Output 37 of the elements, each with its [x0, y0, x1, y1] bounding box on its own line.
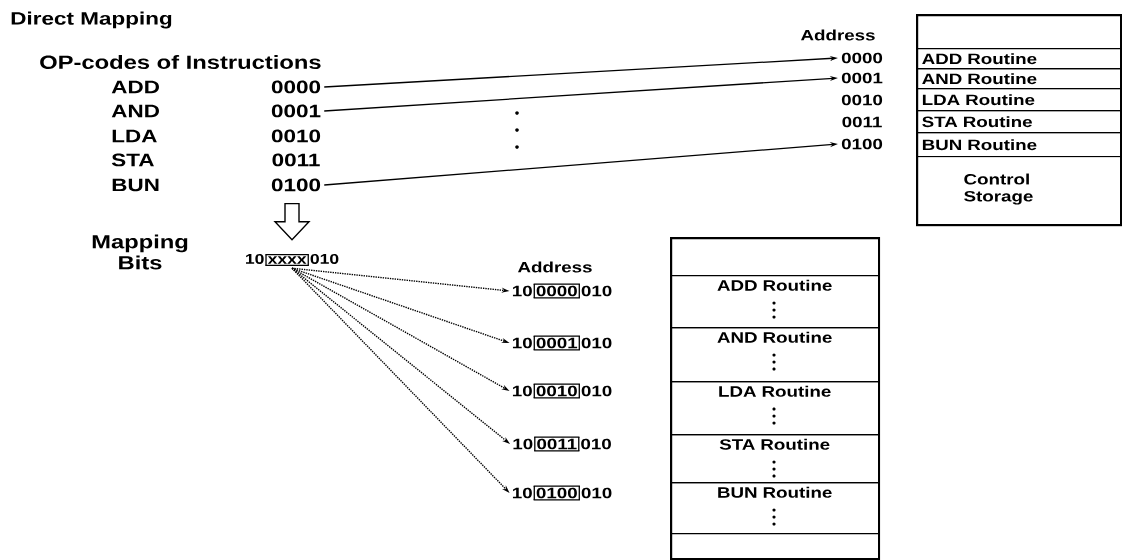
bit-pattern: 10 0100 010: [512, 485, 612, 501]
mnemonic: STA: [111, 153, 154, 167]
routine-row: AND Routine: [916, 68, 1122, 90]
address: 0100: [841, 138, 883, 150]
bit-pattern: 10 0011 010: [513, 436, 611, 452]
routine-row: LDA Routine: [916, 88, 1122, 112]
routine-row: AND Routine: [670, 327, 880, 383]
address: 0000: [841, 52, 883, 64]
heading: Mapping Bits: [92, 234, 188, 270]
title: Direct Mapping: [11, 11, 172, 29]
bit-pattern: 10 0010 010: [512, 383, 612, 399]
opcode: 0001: [271, 104, 321, 118]
address: 0011: [842, 116, 882, 128]
opcode: 0000: [271, 80, 321, 94]
routine-row: LDA Routine: [670, 381, 880, 436]
heading: OP-codes of Instructions: [40, 55, 321, 69]
routine-row: STA Routine: [916, 110, 1122, 134]
routine-row: BUN Routine: [670, 482, 880, 535]
mnemonic: AND: [111, 104, 159, 118]
address: 0010: [841, 94, 883, 106]
mnemonic: LDA: [112, 129, 157, 143]
routine-row: STA Routine: [670, 434, 880, 484]
block-arrow: [273, 202, 311, 241]
address: 0001: [841, 72, 883, 84]
routine-row: ADD Routine: [670, 275, 880, 329]
bit-pattern: 10 xxxx 010: [246, 253, 339, 267]
column-heading: Address: [800, 29, 875, 41]
opcode: 0010: [271, 129, 321, 143]
routine-row: ADD Routine: [916, 48, 1122, 70]
bit-pattern: 10 0001 010: [512, 335, 612, 351]
mnemonic: BUN: [112, 178, 159, 192]
mnemonic: ADD: [111, 80, 159, 94]
memory-box: [670, 237, 881, 560]
routine-row: BUN Routine: [916, 132, 1122, 158]
opcode: 0100: [271, 178, 321, 192]
bit-pattern: 10 0000 010: [512, 283, 612, 299]
opcode: 0011: [272, 153, 320, 167]
